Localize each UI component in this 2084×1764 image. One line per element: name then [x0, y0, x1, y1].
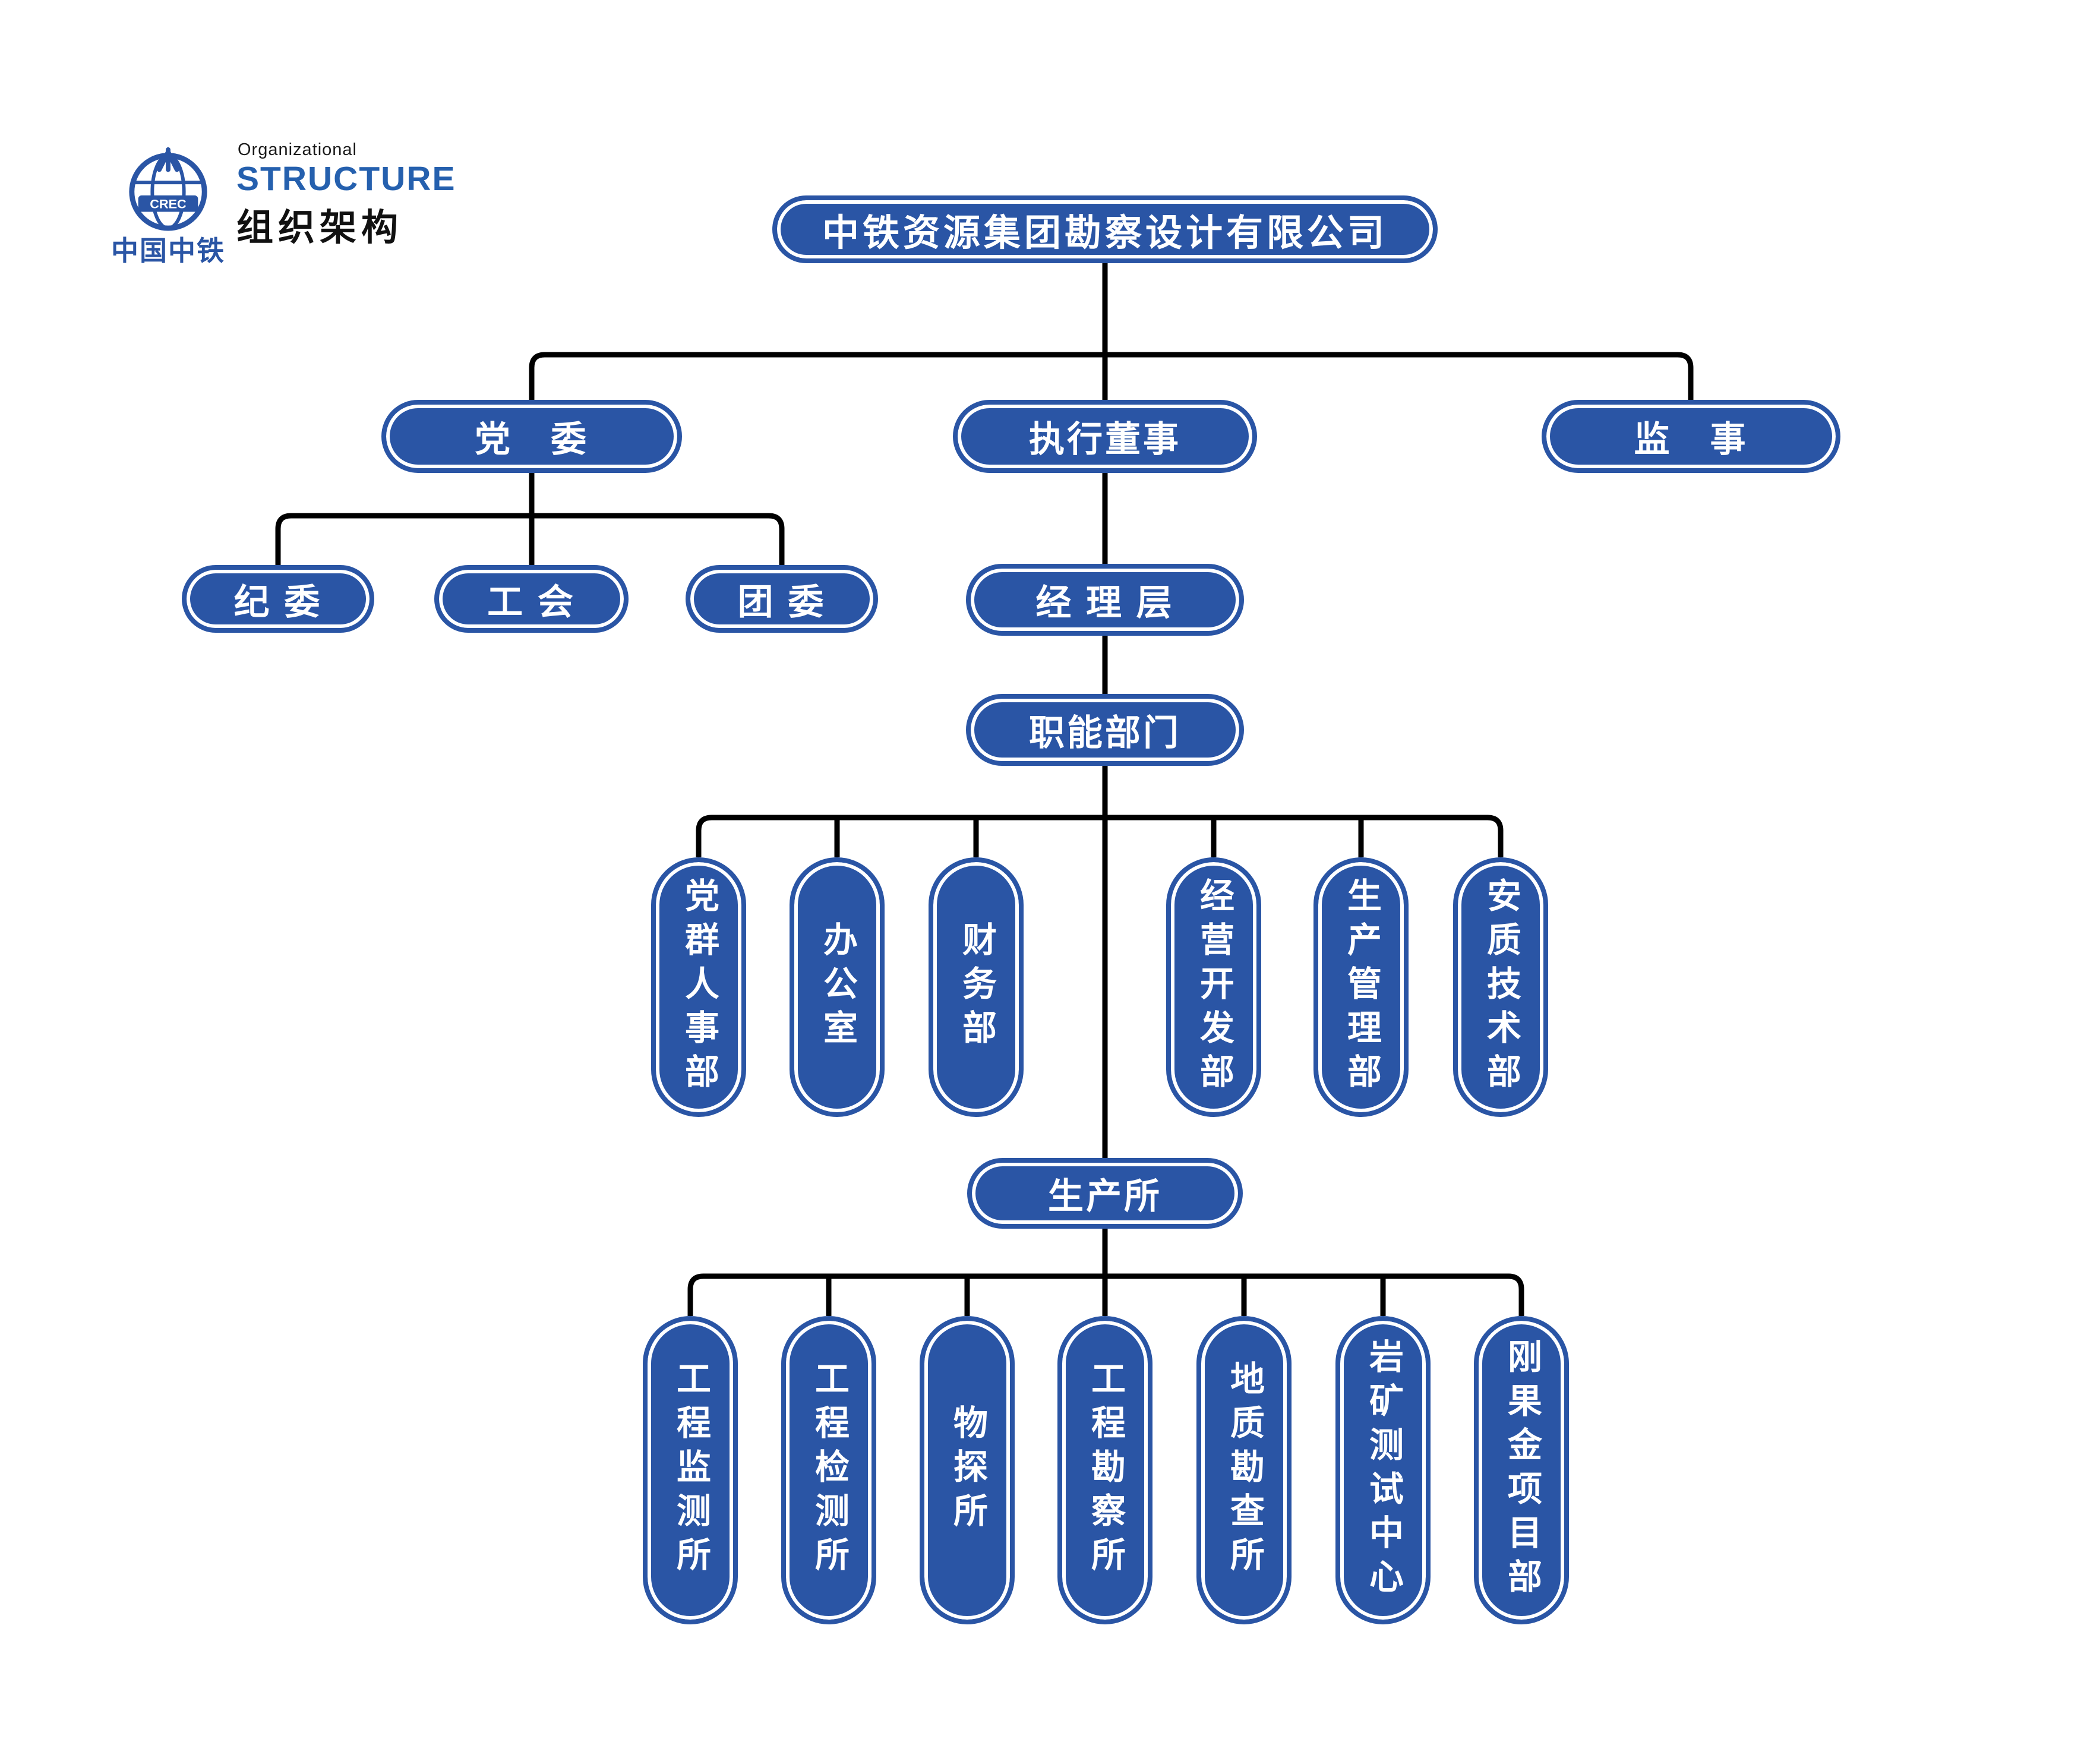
node-label: 工程监测所 [671, 1360, 710, 1580]
node-label: 办公室 [818, 921, 857, 1053]
node-label: 地质勘查所 [1225, 1360, 1264, 1580]
node-production-management-dept: 生产管理部 [1313, 857, 1409, 1117]
logo-abbr-text: CREC [150, 197, 187, 212]
node-business-development-dept: 经营开发部 [1166, 857, 1261, 1117]
node-discipline-committee: 纪 委 [182, 565, 374, 633]
node-geophysical-institute: 物探所 [920, 1316, 1015, 1624]
node-label: 物探所 [948, 1404, 987, 1536]
node-supervisor: 监 事 [1542, 400, 1840, 473]
node-production-institutes-header: 生产所 [967, 1158, 1243, 1229]
title-en: STRUCTURE [236, 160, 456, 198]
node-label: 党群人事部 [680, 877, 718, 1097]
node-youth-league: 团 委 [686, 565, 878, 633]
title-cn: 组织架构 [236, 207, 403, 248]
node-label: 经营开发部 [1195, 877, 1233, 1097]
node-label: 财务部 [957, 921, 996, 1053]
crec-logo-icon: CREC [129, 146, 207, 231]
node-engineering-monitoring-institute: 工程监测所 [643, 1316, 738, 1624]
node-label: 岩矿测试中心 [1364, 1338, 1403, 1602]
node-label: 生产管理部 [1342, 877, 1381, 1097]
node-executive-director: 执行董事 [953, 400, 1257, 473]
node-finance-dept: 财务部 [929, 857, 1024, 1117]
node-party-committee: 党 委 [381, 400, 682, 473]
node-engineering-testing-institute: 工程检测所 [781, 1316, 876, 1624]
node-geological-exploration-institute: 地质勘查所 [1196, 1316, 1292, 1624]
node-party-hr-dept: 党群人事部 [651, 857, 746, 1117]
logo-cn-text: 中国中铁 [111, 235, 225, 266]
node-general-office: 办公室 [790, 857, 885, 1117]
node-congo-project-dept: 刚果金项目部 [1474, 1316, 1569, 1624]
node-company-root: 中铁资源集团勘察设计有限公司 [772, 195, 1438, 263]
node-management-level: 经 理 层 [966, 564, 1244, 636]
node-safety-quality-tech-dept: 安质技术部 [1453, 857, 1548, 1117]
node-functional-departments-header: 职能部门 [966, 694, 1244, 766]
node-label: 安质技术部 [1482, 877, 1520, 1097]
node-label: 工程检测所 [810, 1360, 848, 1580]
node-engineering-survey-institute: 工程勘察所 [1057, 1316, 1152, 1624]
node-rock-mineral-testing-center: 岩矿测试中心 [1335, 1316, 1431, 1624]
node-labor-union: 工 会 [434, 565, 629, 633]
subtitle-en: Organizational [238, 140, 357, 159]
node-label: 工程勘察所 [1086, 1360, 1125, 1580]
node-label: 刚果金项目部 [1502, 1338, 1541, 1602]
